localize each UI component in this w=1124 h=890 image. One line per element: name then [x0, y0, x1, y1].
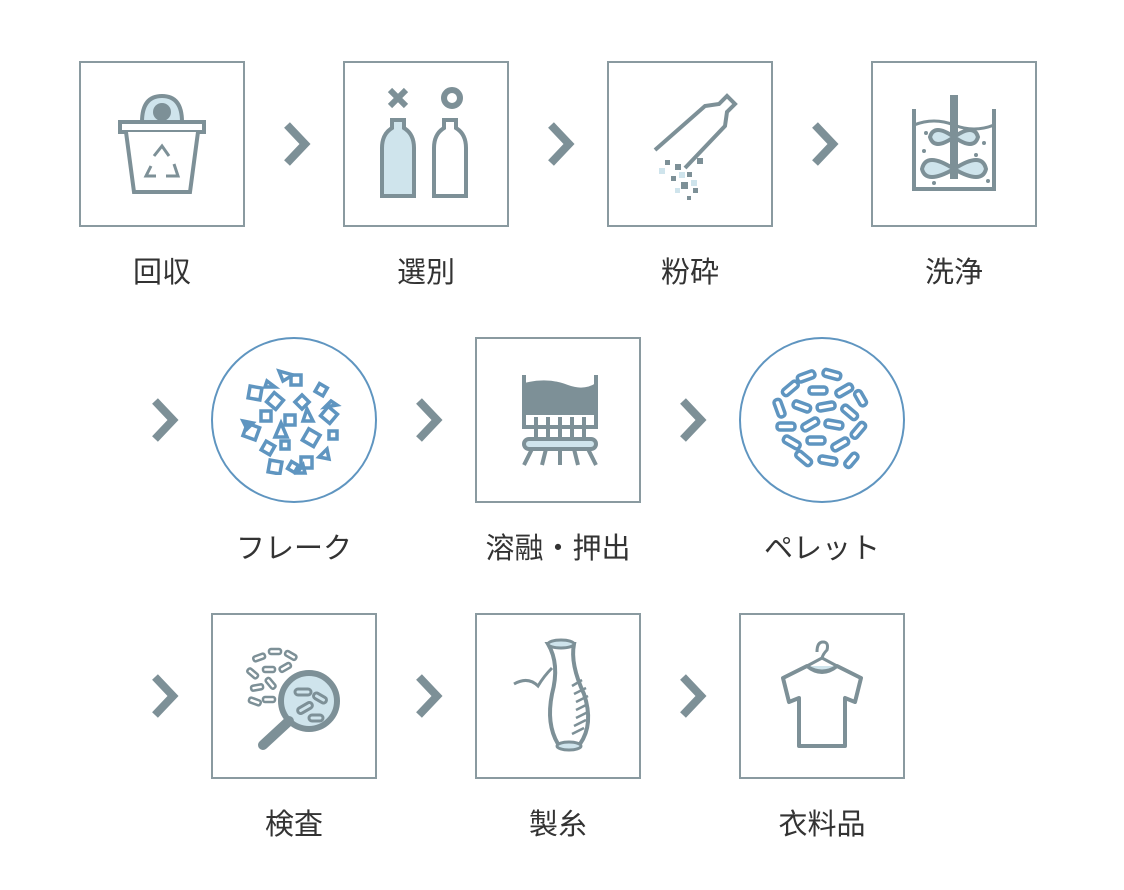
step-clothing: 衣料品: [739, 613, 905, 841]
step-frame: [475, 337, 641, 503]
step-label: 溶融・押出: [485, 531, 631, 565]
chevron-right-icon: [152, 674, 179, 718]
chevron-right-icon: [680, 674, 707, 718]
step-crushing: 粉砕: [607, 61, 773, 289]
step-frame: [79, 61, 245, 227]
chevron-right-icon: [416, 674, 443, 718]
magnifier-inspection-icon: [246, 647, 340, 750]
chevron-right-icon: [680, 398, 707, 442]
melt-extrusion-icon: [522, 375, 598, 466]
step-frame: [739, 337, 905, 503]
pellets-icon: [772, 367, 869, 470]
step-frame: [211, 613, 377, 779]
step-washing: 洗浄: [871, 61, 1037, 289]
step-label: 衣料品: [778, 807, 866, 841]
step-frame: [475, 613, 641, 779]
chevron-right-icon: [812, 122, 839, 166]
step-label: 回収: [132, 255, 191, 289]
step-pellets: ペレット: [739, 337, 905, 565]
step-label: 洗浄: [924, 255, 983, 289]
step-frame: [211, 337, 377, 503]
step-inspection: 検査: [211, 613, 377, 841]
washing-tank-icon: [912, 95, 996, 191]
yarn-spool-icon: [513, 638, 591, 752]
step-label: 選別: [396, 255, 455, 289]
step-spinning: 製糸: [475, 613, 641, 841]
step-frame: [607, 61, 773, 227]
bottle-sorting-icon: [380, 87, 468, 198]
chevron-right-icon: [416, 398, 443, 442]
step-sorting: 選別: [343, 61, 509, 289]
chevron-right-icon: [284, 122, 311, 166]
step-flakes: フレーク: [211, 337, 377, 565]
flakes-icon: [239, 368, 342, 475]
step-label: 検査: [264, 807, 323, 841]
crushing-bottle-icon: [653, 93, 738, 200]
step-frame: [343, 61, 509, 227]
step-frame: [739, 613, 905, 779]
step-label: 粉砕: [660, 255, 719, 289]
step-label: ペレット: [763, 531, 880, 565]
recycle-bin-icon: [118, 93, 206, 194]
step-label: 製糸: [528, 807, 587, 841]
tshirt-hanger-icon: [781, 640, 863, 748]
chevron-right-icon: [152, 398, 179, 442]
step-collection: 回収: [79, 61, 245, 289]
chevron-right-icon: [548, 122, 575, 166]
step-melt-extrusion: 溶融・押出: [475, 337, 641, 565]
step-frame: [871, 61, 1037, 227]
step-label: フレーク: [235, 531, 352, 565]
